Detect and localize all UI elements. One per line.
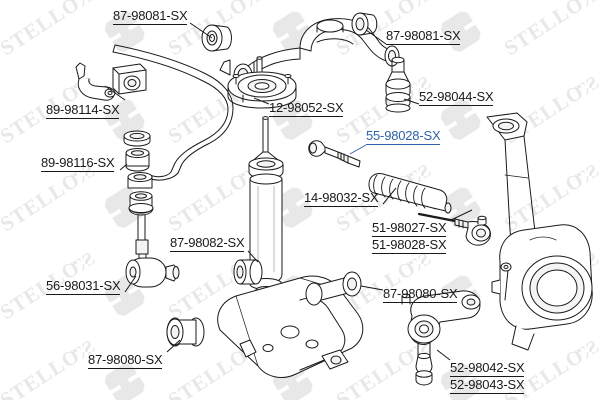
label-52-98044[interactable]: 52-98044-SX	[419, 89, 494, 106]
label-56-98031[interactable]: 56-98031-SX	[46, 278, 121, 295]
label-text: 14-98032-SX	[304, 190, 379, 207]
label-55-98028-highlighted[interactable]: 55-98028-SX	[366, 128, 441, 145]
label-52-98042-52-98043[interactable]: 52-98042-SX 52-98043-SX	[450, 360, 525, 394]
label-87-98080-mid[interactable]: 87-98080-SX	[383, 286, 458, 303]
label-text: 12-98052-SX	[269, 100, 344, 117]
label-text: 56-98031-SX	[46, 278, 121, 295]
label-14-98032[interactable]: 14-98032-SX	[304, 190, 379, 207]
label-text: 89-98116-SX	[41, 155, 115, 172]
label-87-98081-right[interactable]: 87-98081-SX	[386, 28, 461, 45]
label-51-98027-51-98028[interactable]: 51-98027-SX 51-98028-SX	[372, 220, 447, 254]
label-text: 87-98080-SX	[383, 286, 458, 303]
label-12-98052[interactable]: 12-98052-SX	[269, 100, 344, 117]
label-87-98082[interactable]: 87-98082-SX	[170, 235, 245, 252]
label-text-line2: 52-98043-SX	[450, 377, 525, 394]
label-text: 87-98081-SX	[386, 28, 461, 45]
label-text-line1: 52-98042-SX	[450, 360, 525, 377]
label-text: 52-98044-SX	[419, 89, 494, 106]
label-text: 87-98082-SX	[170, 235, 245, 252]
label-87-98080-bottom[interactable]: 87-98080-SX	[88, 352, 163, 369]
label-text: 89-98114-SX	[46, 102, 120, 119]
label-text: 87-98080-SX	[88, 352, 163, 369]
label-89-98114[interactable]: 89-98114-SX	[46, 102, 120, 119]
label-text-line2: 51-98028-SX	[372, 237, 447, 254]
label-text-line1: 51-98027-SX	[372, 220, 447, 237]
label-text: 87-98081-SX	[113, 8, 188, 25]
label-87-98081-top[interactable]: 87-98081-SX	[113, 8, 188, 25]
label-text: 55-98028-SX	[366, 128, 441, 145]
label-89-98116[interactable]: 89-98116-SX	[41, 155, 115, 172]
